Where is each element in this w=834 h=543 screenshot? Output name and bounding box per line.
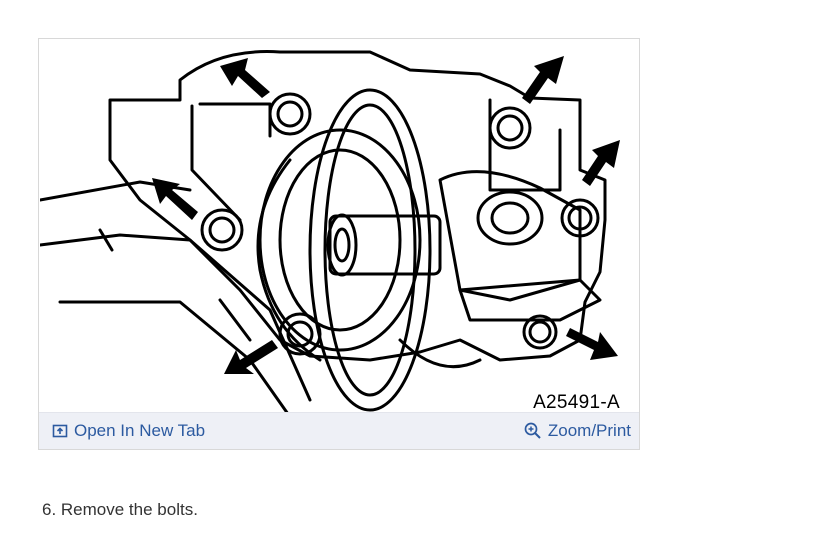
bolt-location-diagram[interactable]: A25491-A — [40, 40, 638, 414]
open-in-new-tab-label: Open In New Tab — [74, 421, 206, 440]
figure-toolbar: Open In New Tab Zoom/Print — [39, 412, 639, 449]
figure-container: A25491-A Open In New Tab Zoom/Print — [38, 38, 640, 450]
zoom-print-label: Zoom/Print — [547, 421, 631, 440]
zoom-print-link[interactable]: Zoom/Print — [524, 421, 631, 441]
open-in-new-tab-icon — [52, 424, 68, 438]
step-instruction: 6. Remove the bolts. — [42, 500, 198, 519]
zoom-in-icon — [524, 422, 541, 439]
figure-id-label: A25491-A — [533, 392, 620, 413]
open-in-new-tab-link[interactable]: Open In New Tab — [52, 421, 205, 441]
diagram-svg — [40, 50, 620, 414]
